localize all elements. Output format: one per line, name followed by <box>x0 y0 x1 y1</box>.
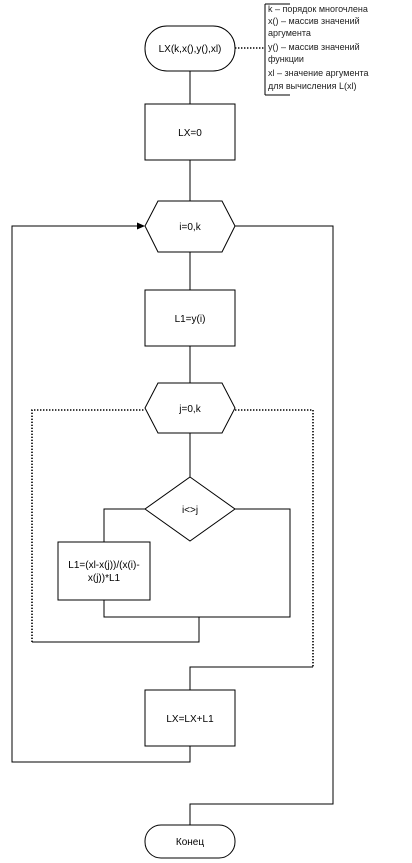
update-process <box>57 541 151 601</box>
start-label: LX(k,x(),y(),xl) <box>159 44 222 55</box>
start-terminator <box>144 25 236 72</box>
connector-condition-false <box>103 508 291 618</box>
inner-loop-hexagon <box>144 382 236 434</box>
comment-line: k – порядок многочлена <box>268 4 368 14</box>
connector-inner-loop-exit-b <box>189 666 313 690</box>
comment-block: k – порядок многочлена x() – массив знач… <box>264 3 369 96</box>
accumulate-label: LX=LX+L1 <box>166 714 214 725</box>
connector-outer-loop-back <box>11 225 191 763</box>
connector-condition-true <box>103 508 145 542</box>
connector-inner-loop-exit-a <box>235 409 314 667</box>
end-terminator <box>144 824 236 859</box>
arrow-head-icon <box>137 222 145 230</box>
comment-line: y() – массив значений <box>268 42 360 52</box>
connector-outer-loop-exit <box>189 225 334 825</box>
comment-line: xl – значение аргумента <box>268 68 369 78</box>
inner-loop-label: j=0,k <box>178 404 201 415</box>
comment-line: для вычисления L(xl) <box>268 81 356 91</box>
comment-line: аргумента <box>268 28 311 38</box>
end-label: Конец <box>176 837 204 848</box>
comment-line: функции <box>268 54 304 64</box>
update-label-line2: x(j))*L1 <box>88 573 121 584</box>
comment-line: x() – массив значений <box>268 16 360 26</box>
condition-diamond <box>144 476 236 542</box>
assign-process <box>144 289 236 347</box>
outer-loop-hexagon <box>144 200 236 253</box>
condition-label: i<>j <box>182 505 198 516</box>
assign-label: L1=y(i) <box>175 314 206 325</box>
connector-inner-loop-back-a <box>32 617 200 643</box>
connector-inner-loop-back-b <box>31 409 145 642</box>
outer-loop-label: i=0,k <box>179 222 201 233</box>
update-label-line1: L1=(xl-x(j))/(x(i)- <box>68 560 139 571</box>
init-process <box>144 103 236 161</box>
accumulate-process <box>144 689 236 747</box>
init-label: LX=0 <box>178 128 202 139</box>
